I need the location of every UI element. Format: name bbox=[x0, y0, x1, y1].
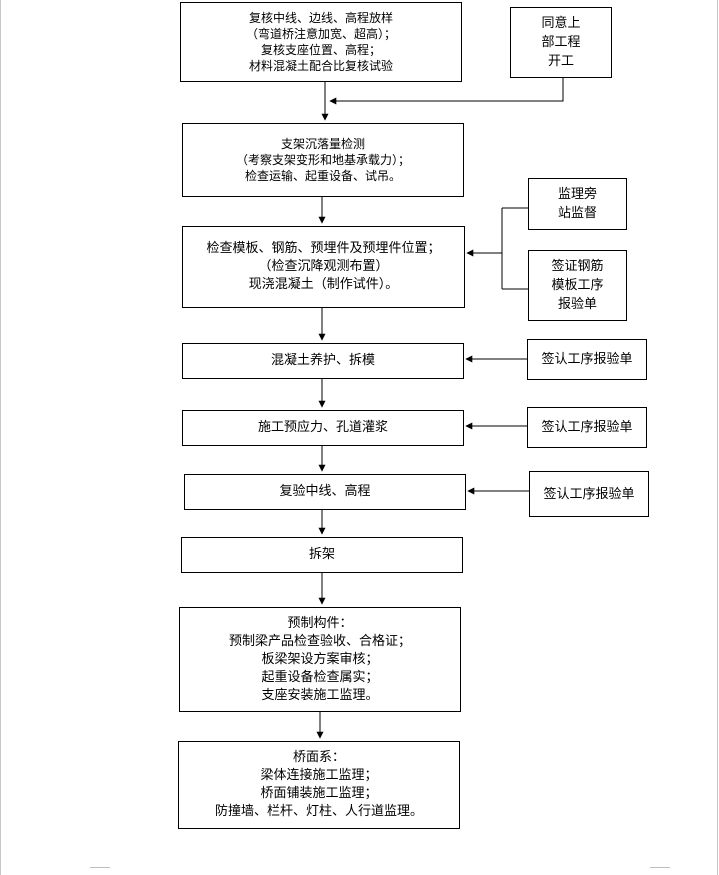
step-3-line-3: 现浇混凝土（制作试件）。 bbox=[248, 277, 399, 292]
step-box-4: 混凝土养护、拆模 bbox=[182, 343, 464, 379]
step-box-5: 施工预应力、孔道灌浆 bbox=[182, 410, 464, 446]
step-8-line-3: 板梁架设方案审核； bbox=[261, 651, 379, 667]
step-7-line-1: 拆架 bbox=[308, 547, 335, 562]
approval-line-3: 开工 bbox=[547, 54, 574, 69]
step-9-line-4: 防撞墙、栏杆、灯柱、人行道监理。 bbox=[214, 804, 423, 819]
sign-report-box-3: 签认工序报验单 bbox=[529, 471, 649, 517]
approval-line-2: 部工程 bbox=[541, 35, 581, 50]
rebar-sign-line-2: 模板工序 bbox=[551, 278, 604, 293]
step-box-2: 支架沉落量检测 （考察支架变形和地基承载力）； 检查运输、起重设备、试吊。 bbox=[182, 123, 464, 197]
page-edge-right bbox=[717, 0, 718, 875]
step-1-line-4: 材料混凝土配合比复核试验 bbox=[248, 59, 393, 73]
step-box-7: 拆架 bbox=[181, 537, 463, 573]
step-8-line-1: 预制构件： bbox=[287, 615, 353, 631]
sign-report-2-text: 签认工序报验单 bbox=[541, 420, 633, 435]
step-8-line-5: 支座安装施工监理。 bbox=[261, 687, 379, 703]
rebar-sign-line-1: 签证钢筋 bbox=[551, 259, 604, 274]
step-3-line-2: （检查沉降观测布置） bbox=[258, 259, 389, 274]
step-box-6: 复验中线、高程 bbox=[184, 474, 466, 510]
approval-box: 同意上 部工程 开工 bbox=[510, 7, 612, 78]
step-1-line-2: （弯道桥注意加宽、超高）； bbox=[245, 27, 396, 41]
sign-report-box-1: 签认工序报验单 bbox=[527, 339, 647, 380]
step-5-line-1: 施工预应力、孔道灌浆 bbox=[257, 420, 388, 435]
step-2-line-1: 支架沉落量检测 bbox=[280, 137, 365, 151]
sign-report-box-2: 签认工序报验单 bbox=[527, 407, 647, 448]
step-box-3: 检查模板、钢筋、预埋件及预埋件位置； （检查沉降观测布置） 现浇混凝土（制作试件… bbox=[182, 226, 465, 308]
supervision-line-2: 站监督 bbox=[557, 206, 597, 221]
step-9-line-2: 梁体连接施工监理； bbox=[260, 768, 378, 783]
step-4-line-1: 混凝土养护、拆模 bbox=[270, 353, 375, 368]
rebar-form-sign-box: 签证钢筋 模板工序 报验单 bbox=[528, 250, 627, 321]
sign-report-1-text: 签认工序报验单 bbox=[541, 352, 633, 367]
supervision-line-1: 监理旁 bbox=[557, 187, 597, 202]
step-box-1: 复核中线、边线、高程放样 （弯道桥注意加宽、超高）； 复核支座位置、高程； 材料… bbox=[180, 2, 462, 82]
step-8-line-2: 预制梁产品检查验收、合格证； bbox=[228, 633, 411, 649]
step-box-8: 预制构件： 预制梁产品检查验收、合格证； 板梁架设方案审核； 起重设备检查属实；… bbox=[179, 607, 461, 712]
page-edge-left bbox=[0, 0, 1, 875]
step-box-9: 桥面系： 梁体连接施工监理； 桥面铺装施工监理； 防撞墙、栏杆、灯柱、人行道监理… bbox=[178, 741, 460, 829]
step-1-line-3: 复核支座位置、高程； bbox=[260, 43, 381, 57]
step-8-line-4: 起重设备检查属实； bbox=[261, 669, 379, 685]
approval-line-1: 同意上 bbox=[541, 16, 581, 31]
supervision-box: 监理旁 站监督 bbox=[528, 178, 627, 230]
step-9-line-3: 桥面铺装施工监理； bbox=[260, 786, 378, 801]
rebar-sign-line-3: 报验单 bbox=[557, 297, 597, 312]
step-2-line-2: （考察支架变形和地基承载力）； bbox=[235, 153, 410, 167]
step-2-line-3: 检查运输、起重设备、试吊。 bbox=[244, 169, 401, 183]
approval-connector bbox=[329, 78, 564, 105]
sign-report-3-text: 签认工序报验单 bbox=[543, 486, 635, 502]
step-9-line-1: 桥面系： bbox=[292, 750, 345, 765]
page-corner-left bbox=[90, 867, 110, 874]
step-1-line-1: 复核中线、边线、高程放样 bbox=[248, 11, 393, 25]
page-corner-right bbox=[650, 867, 670, 874]
step-6-line-1: 复验中线、高程 bbox=[279, 484, 371, 499]
step-3-line-1: 检查模板、钢筋、预埋件及预埋件位置； bbox=[206, 241, 441, 256]
